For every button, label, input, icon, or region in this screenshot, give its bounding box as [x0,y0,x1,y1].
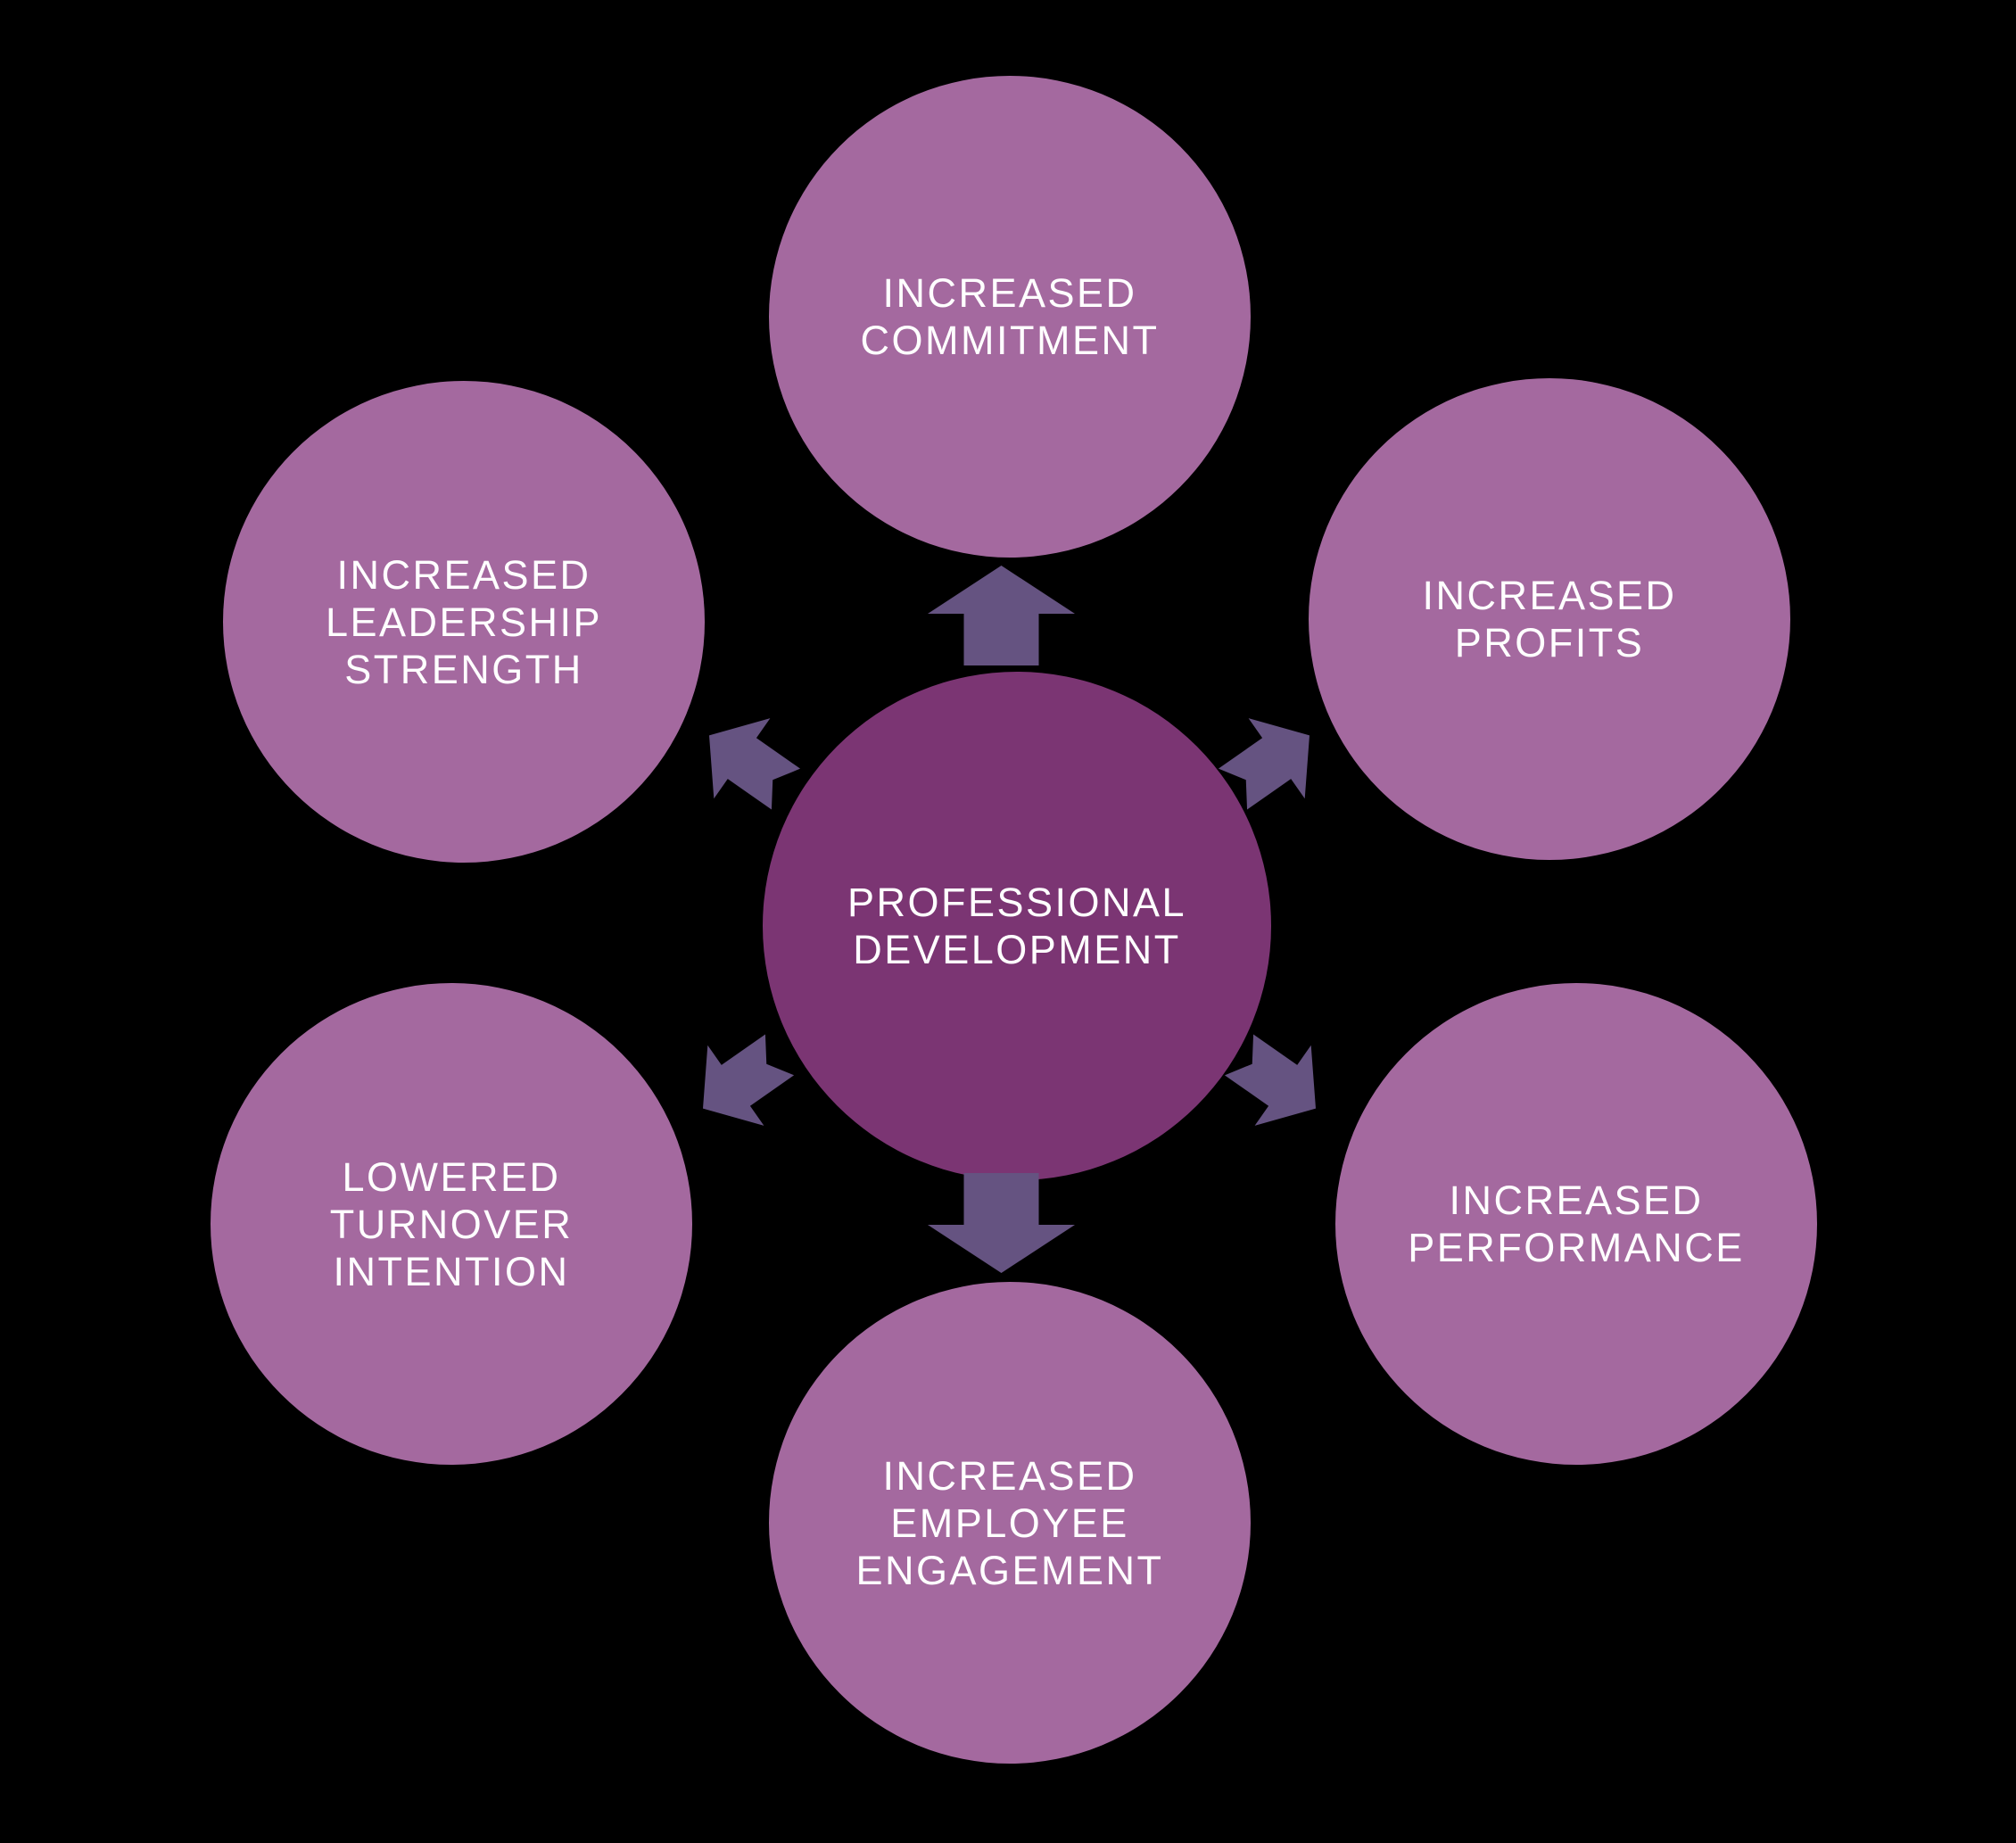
label-line: INTENTION [333,1248,570,1294]
node-lowered-turnover-intention: LOWERED TURNOVER INTENTION [211,983,692,1465]
label-line: INCREASED [336,551,591,598]
node-increased-employee-engagement: INCREASED EMPLOYEE ENGAGEMENT [769,1282,1251,1764]
label-line: INCREASED [882,270,1137,316]
node-professional-development: PROFESSIONAL DEVELOPMENT [763,672,1271,1180]
label-line: INCREASED [1422,573,1677,618]
label-line: TURNOVER [329,1201,574,1247]
node-increased-performance: INCREASED PERFORMANCE [1335,983,1817,1465]
label-line: LOWERED [342,1153,561,1200]
label-line: STRENGTH [344,646,583,692]
up-left-arrow-icon [708,718,801,810]
node-label: INCREASED PERFORMANCE [1408,1177,1745,1271]
label-line: INCREASED [882,1452,1137,1499]
up-arrow-icon [928,566,1075,665]
node-increased-profits: INCREASED PROFITS [1309,378,1790,860]
down-right-arrow-icon [1224,1034,1317,1126]
label-line: PROFITS [1454,620,1645,665]
node-label: INCREASED EMPLOYEE ENGAGEMENT [855,1452,1163,1594]
label-line: PERFORMANCE [1408,1225,1745,1270]
node-increased-leadership-strength: INCREASED LEADERSHIP STRENGTH [223,381,705,863]
node-label: INCREASED LEADERSHIP STRENGTH [326,551,602,693]
label-line: COMMITMENT [860,318,1160,363]
node-label: LOWERED TURNOVER INTENTION [330,1153,574,1295]
down-left-arrow-icon [702,1034,795,1126]
label-line: PROFESSIONAL [847,880,1187,925]
label-line: LEADERSHIP [325,599,603,645]
label-line: EMPLOYEE [890,1500,1129,1546]
node-label: INCREASED PROFITS [1422,572,1676,666]
node-label: INCREASED COMMITMENT [861,269,1160,364]
label-line: DEVELOPMENT [853,927,1181,972]
up-right-arrow-icon [1218,718,1310,810]
down-arrow-icon [928,1173,1075,1273]
node-increased-commitment: INCREASED COMMITMENT [769,76,1251,558]
label-line: ENGAGEMENT [855,1547,1164,1593]
center-node-label: PROFESSIONAL DEVELOPMENT [847,879,1186,973]
label-line: INCREASED [1449,1178,1704,1223]
